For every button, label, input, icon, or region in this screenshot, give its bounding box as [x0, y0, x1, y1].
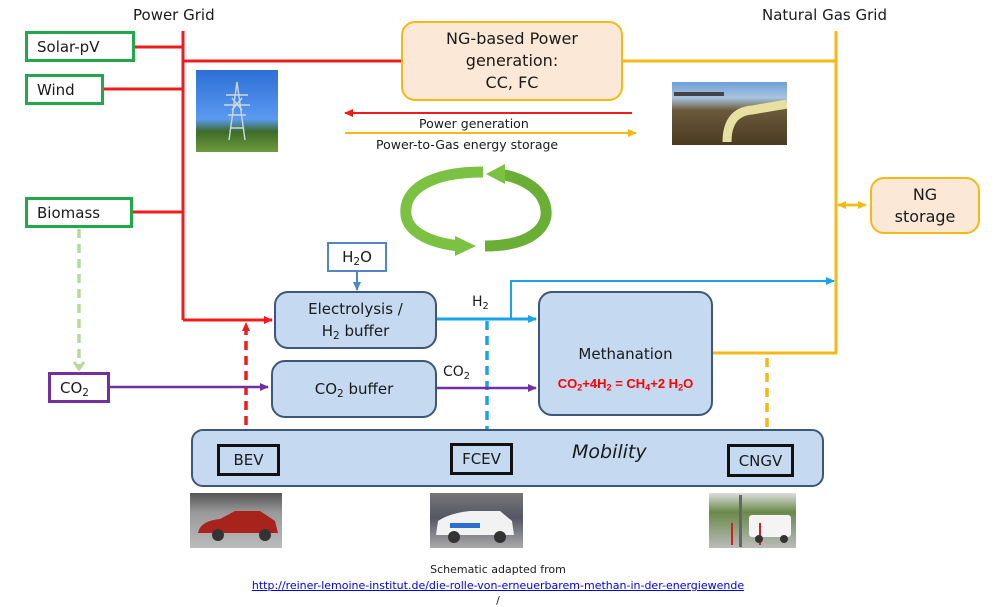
electrolysis-line1: Electrolysis /	[308, 300, 403, 318]
electrolysis-box: Electrolysis / H2 buffer	[274, 291, 437, 349]
red-car-icon	[198, 511, 278, 541]
electrolysis-line2: H2 buffer	[321, 322, 390, 343]
ng-storage-line1: NG	[912, 184, 938, 204]
cycle-arrows-icon	[400, 164, 552, 256]
power-grid-lines	[103, 31, 401, 446]
power-grid-header: Power Grid	[133, 6, 215, 24]
pylon-icon	[224, 81, 250, 141]
vehicle-cngv: CNGV	[727, 444, 794, 477]
ng-power-line3: CC, FC	[485, 73, 539, 92]
caption-link-row: http://reiner-lemoine-institut.de/die-ro…	[0, 579, 996, 592]
ng-storage-line2: storage	[894, 206, 956, 226]
solar-pv-label: Solar-pV	[37, 37, 100, 56]
biomass-box: Biomass	[25, 197, 133, 228]
mobility-title: Mobility	[572, 441, 647, 463]
co2-flow-label: CO2	[443, 364, 471, 382]
caption-trailing-slash: /	[496, 594, 500, 607]
h2-flow-label: H2	[472, 294, 489, 312]
co2-source-label: CO2	[60, 378, 89, 399]
co2-buffer-box: CO2 buffer	[271, 360, 437, 418]
caption-text: Schematic adapted from	[430, 563, 566, 576]
fuel-cell-car-photo	[430, 493, 523, 548]
methanation-box: Methanation CO2+4H2 = CH4+2 H2O	[538, 291, 713, 416]
gas-grid-lines	[622, 31, 867, 442]
gas-grid-header: Natural Gas Grid	[762, 6, 887, 24]
power-pylon-photo	[196, 70, 278, 152]
water-label: H2O	[342, 248, 372, 269]
solar-pv-box: Solar-pV	[25, 31, 135, 62]
hydrogen-lines	[436, 277, 835, 442]
co2-lines	[109, 383, 537, 392]
wind-label: Wind	[37, 80, 75, 99]
methanation-label: Methanation	[578, 345, 673, 363]
co2-source-box: CO2	[48, 372, 110, 403]
gas-pipeline-photo	[672, 82, 787, 145]
white-suv-icon	[436, 511, 514, 543]
source-link[interactable]: http://reiner-lemoine-institut.de/die-ro…	[251, 579, 745, 592]
pipeline-icon	[674, 92, 787, 143]
ng-power-generation-box: NG-based Power generation: CC, FC	[401, 21, 623, 101]
electric-car-photo	[190, 493, 282, 548]
vehicle-fcev: FCEV	[450, 443, 513, 475]
co2-buffer-label: CO2 buffer	[314, 380, 394, 401]
methanation-equation: CO2+4H2 = CH4+2 H2O	[557, 376, 694, 393]
legend-power-generation: Power generation	[419, 116, 529, 131]
cng-van-photo	[709, 493, 796, 548]
biomass-label: Biomass	[37, 203, 101, 222]
vehicle-bev: BEV	[217, 444, 280, 476]
wind-box: Wind	[25, 74, 104, 105]
water-box: H2O	[327, 242, 387, 272]
van-icon	[731, 495, 791, 547]
ng-power-line2: generation:	[465, 51, 559, 70]
legend-power-to-gas: Power-to-Gas energy storage	[376, 137, 559, 152]
ng-power-line1: NG-based Power	[446, 29, 578, 48]
ng-storage-box: NG storage	[870, 177, 980, 234]
